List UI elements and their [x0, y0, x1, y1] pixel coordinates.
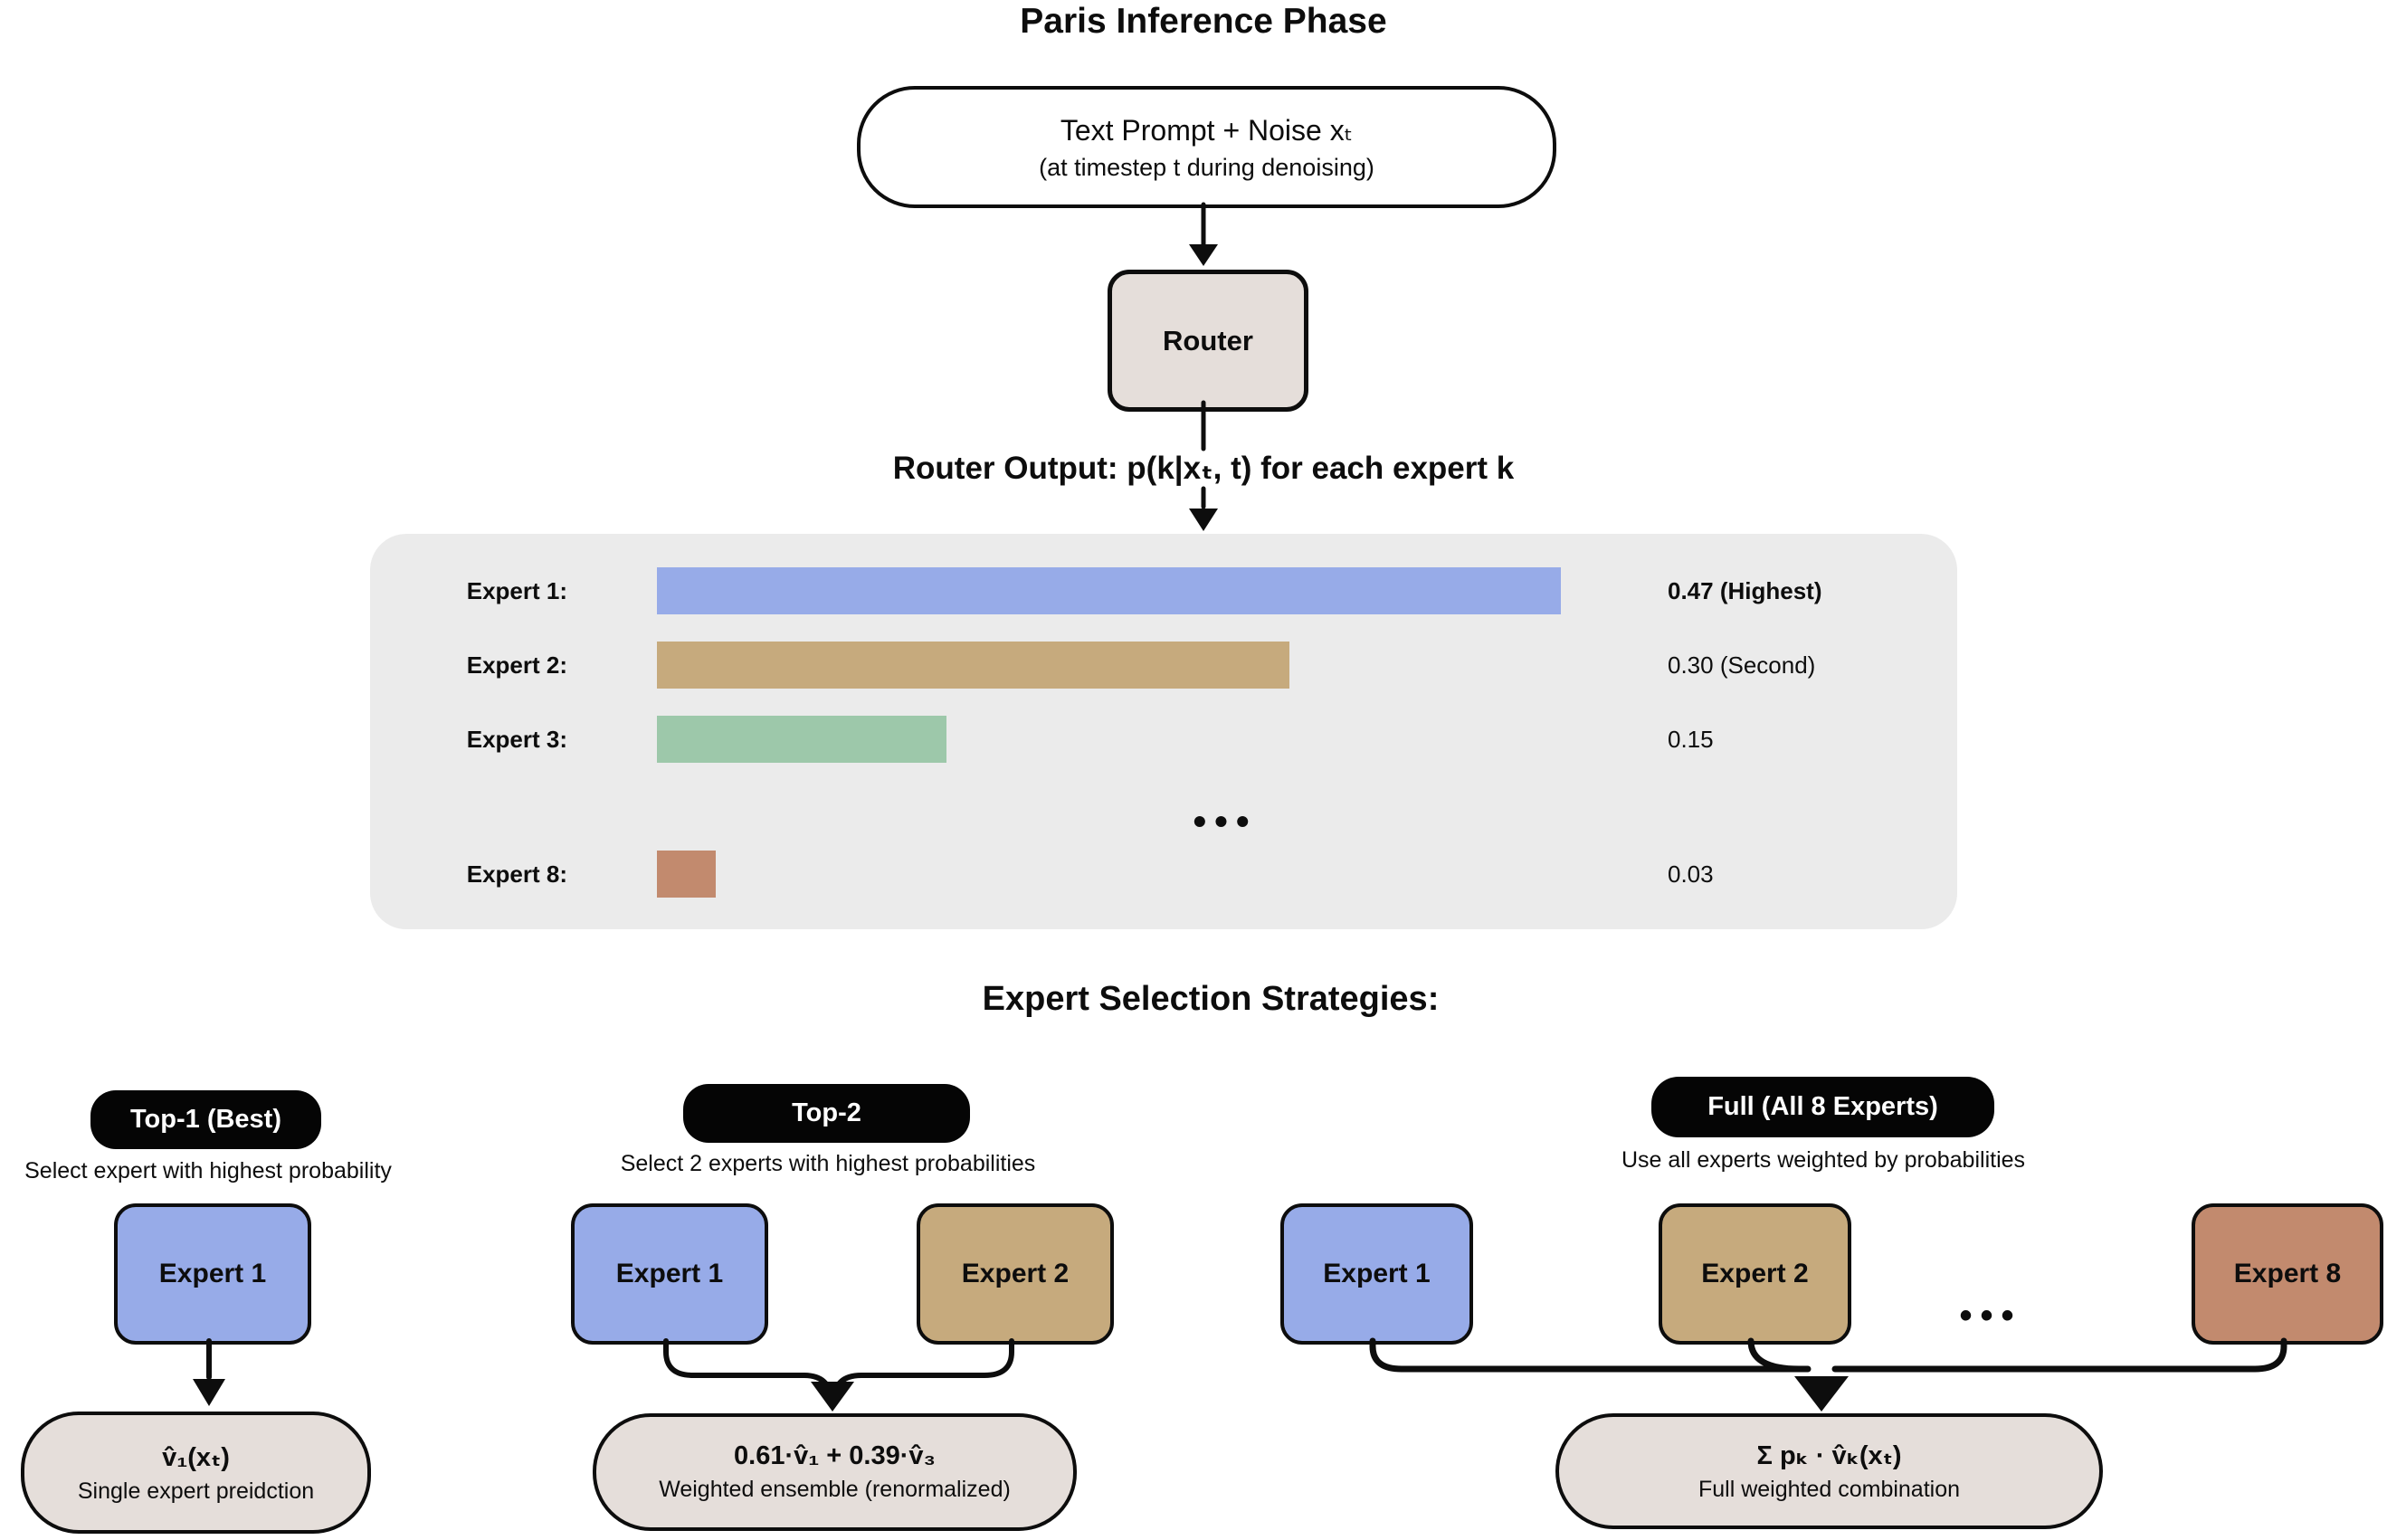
router-node: Router [1108, 270, 1308, 412]
strategy-top2-pill-label: Top-2 [792, 1098, 861, 1127]
probability-value: 0.47 (Highest) [1668, 576, 1822, 604]
strategy-full-ellipsis: ••• [1959, 1296, 2022, 1336]
expert-row-label: Expert 3: [466, 725, 567, 753]
result-caption: Single expert preidction [77, 1478, 315, 1504]
expert-row: Expert 3: 0.15 [370, 716, 1957, 763]
expert-box-label: Expert 1 [615, 1259, 724, 1288]
result-formula: 0.61·v̂₁ + 0.39·v̂₃ [734, 1441, 936, 1470]
result-node-top1: v̂₁(xₜ) Single expert preidction [21, 1412, 371, 1534]
result-node-top2: 0.61·v̂₁ + 0.39·v̂₃ Weighted ensemble (r… [593, 1413, 1077, 1531]
expert-box-top2-expert2: Expert 2 [917, 1203, 1114, 1345]
probability-value: 0.03 [1668, 860, 1714, 888]
probability-bar [657, 851, 716, 898]
input-node-line2: (at timestep t during denoising) [1039, 153, 1374, 181]
expert-row-label: Expert 2: [466, 651, 567, 679]
strategies-heading: Expert Selection Strategies: [982, 980, 1440, 1018]
expert-box-full-expert8: Expert 8 [2192, 1203, 2383, 1345]
expert-row-label: Expert 8: [466, 860, 567, 888]
expert-box-label: Expert 2 [1701, 1259, 1809, 1288]
result-formula: v̂₁(xₜ) [162, 1442, 230, 1472]
input-node-line1: Text Prompt + Noise xₜ [1060, 113, 1354, 147]
router-probability-panel: Expert 1: 0.47 (Highest) Expert 2: 0.30 … [370, 534, 1957, 929]
expert-box-label: Expert 2 [961, 1259, 1070, 1288]
expert-row: Expert 8: 0.03 [370, 851, 1957, 898]
router-output-label: Router Output: p(k|xₜ, t) for each exper… [892, 451, 1515, 486]
expert-row: Expert 2: 0.30 (Second) [370, 642, 1957, 689]
expert-row: Expert 1: 0.47 (Highest) [370, 567, 1957, 614]
result-caption: Weighted ensemble (renormalized) [659, 1477, 1011, 1502]
router-node-label: Router [1163, 324, 1253, 356]
expert-box-full-expert1: Expert 1 [1280, 1203, 1473, 1345]
probability-bar [657, 567, 1561, 614]
expert-box-label: Expert 8 [2233, 1259, 2342, 1288]
result-node-full: Σ pₖ · v̂ₖ(xₜ) Full weighted combination [1555, 1413, 2103, 1529]
strategy-full-desc: Use all experts weighted by probabilitie… [1621, 1147, 2026, 1173]
probability-value: 0.30 (Second) [1668, 651, 1816, 679]
expert-box-top1-expert1: Expert 1 [114, 1203, 311, 1345]
expert-box-full-expert2: Expert 2 [1659, 1203, 1851, 1345]
input-node: Text Prompt + Noise xₜ (at timestep t du… [857, 86, 1556, 208]
strategy-top1-desc: Select expert with highest probability [24, 1158, 392, 1184]
probability-bar [657, 642, 1289, 689]
result-caption: Full weighted combination [1698, 1477, 1961, 1502]
strategy-top1-pill-label: Top-1 (Best) [129, 1105, 281, 1134]
probability-bar [657, 716, 946, 763]
expert-row-label: Expert 1: [466, 576, 567, 604]
page-title: Paris Inference Phase [1020, 2, 1387, 41]
expert-box-label: Expert 1 [1323, 1259, 1431, 1288]
strategy-top2-pill: Top-2 [683, 1084, 970, 1143]
expert-box-top2-expert1: Expert 1 [571, 1203, 768, 1345]
strategy-top2-desc: Select 2 experts with highest probabilit… [620, 1151, 1036, 1176]
expert-box-label: Expert 1 [158, 1259, 267, 1288]
strategy-full-pill: Full (All 8 Experts) [1651, 1077, 1994, 1137]
panel-ellipsis: ••• [1193, 800, 1258, 842]
probability-value: 0.15 [1668, 725, 1714, 753]
strategy-top1-pill: Top-1 (Best) [90, 1090, 321, 1149]
strategy-full-pill-label: Full (All 8 Experts) [1707, 1092, 1938, 1121]
result-formula: Σ pₖ · v̂ₖ(xₜ) [1756, 1441, 1902, 1470]
